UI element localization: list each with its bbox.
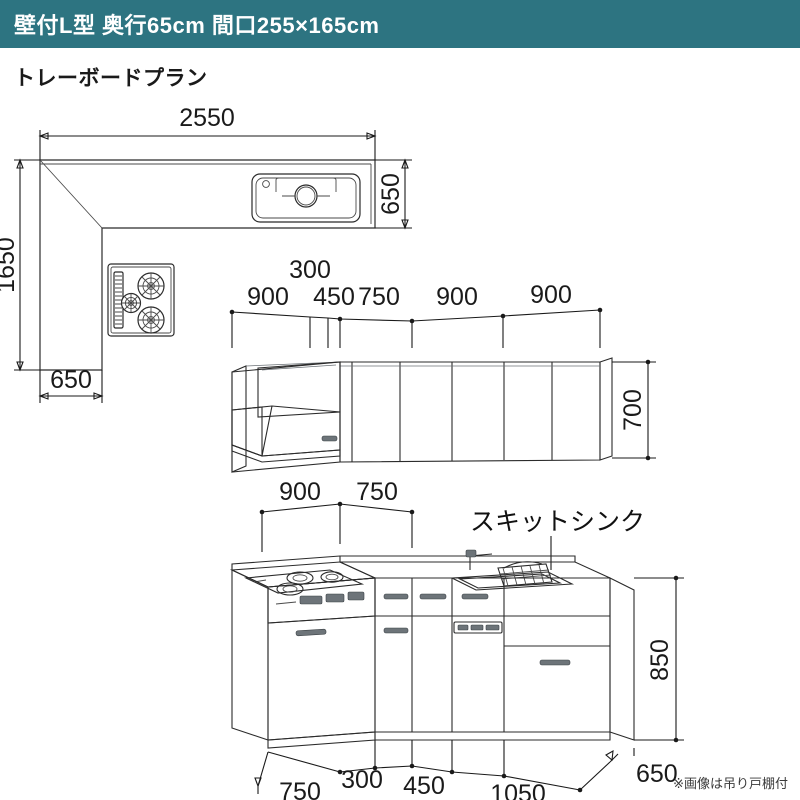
dim-label-650-width: 650 bbox=[50, 366, 92, 394]
dim-base-bottom-chain: 750 300 450 1050 bbox=[254, 740, 678, 800]
plan-burner-1 bbox=[137, 272, 165, 300]
dim-wall-900-c: 900 bbox=[530, 281, 572, 309]
header-bar: 壁付L型 奥行65cm 間口255×165cm bbox=[0, 0, 800, 48]
plan-sink-icon bbox=[251, 173, 361, 223]
plan-burner-2 bbox=[120, 292, 142, 314]
base-cabinet-view: 900 750 スキットシンク bbox=[229, 478, 684, 800]
base-burner-1 bbox=[286, 571, 314, 585]
dim-base-1050-bottom: 1050 bbox=[490, 780, 546, 800]
dim-base-450-bottom: 450 bbox=[403, 772, 445, 800]
base-handle-d5[interactable] bbox=[539, 659, 571, 666]
base-handle-d4[interactable] bbox=[383, 627, 409, 634]
base-sink bbox=[449, 549, 575, 591]
dim-base-cabinet-height: 850 bbox=[634, 575, 684, 743]
range-hood-switch[interactable] bbox=[321, 435, 338, 442]
dim-wall-cabinet-height: 700 bbox=[612, 359, 656, 461]
sink-basket bbox=[497, 561, 553, 587]
base-handle-left[interactable] bbox=[295, 628, 327, 637]
dim-label-2550: 2550 bbox=[179, 104, 235, 132]
dim-label-700: 700 bbox=[619, 389, 647, 431]
dim-label-850: 850 bbox=[646, 639, 674, 681]
dim-base-750-top: 750 bbox=[356, 478, 398, 506]
base-cooktop bbox=[243, 569, 365, 596]
dim-wall-900-b: 900 bbox=[436, 283, 478, 311]
faucet-handle[interactable] bbox=[465, 549, 477, 558]
plan-subtitle: トレーボードプラン bbox=[14, 67, 208, 90]
footnote-text: ※画像は吊り戸棚付 bbox=[673, 776, 788, 791]
base-counter-top bbox=[229, 555, 611, 588]
dim-plan-right-depth: 650 bbox=[375, 158, 412, 230]
sink-callout: スキットシンク bbox=[470, 508, 645, 570]
dim-wall-900-a: 900 bbox=[247, 283, 289, 311]
appliance-control-strip[interactable] bbox=[453, 621, 503, 634]
dim-wall-cabinet-chain: 900 300 450 750 900 900 bbox=[229, 256, 603, 348]
base-right-run bbox=[374, 577, 635, 741]
dim-plan-bottom-width: 650 bbox=[38, 366, 104, 403]
dim-label-650-depth: 650 bbox=[377, 173, 405, 215]
base-handle-d3[interactable] bbox=[461, 593, 489, 600]
base-handle-d1[interactable] bbox=[383, 593, 409, 600]
page-title: 壁付L型 奥行65cm 間口255×165cm bbox=[14, 13, 380, 38]
plan-view: 2550 650 1650 bbox=[0, 104, 412, 403]
base-burner-2 bbox=[320, 571, 344, 583]
base-left-return bbox=[231, 569, 376, 749]
base-handle-d2[interactable] bbox=[419, 593, 447, 600]
range-hood bbox=[231, 361, 341, 463]
oven-control-panel[interactable] bbox=[275, 591, 365, 605]
dim-wall-300-offset: 300 bbox=[289, 256, 331, 284]
plan-cooktop-icon bbox=[107, 263, 175, 337]
dim-plan-top-width: 2550 bbox=[38, 104, 377, 160]
sink-callout-label: スキットシンク bbox=[470, 508, 645, 536]
base-burner-3 bbox=[276, 582, 304, 596]
dim-base-300-bottom: 300 bbox=[341, 766, 383, 794]
dim-label-1650: 1650 bbox=[0, 237, 20, 293]
dim-base-750-bottom: 750 bbox=[279, 778, 321, 800]
dim-base-650-bottom: 650 bbox=[636, 760, 678, 788]
plan-burner-3 bbox=[137, 306, 165, 334]
dim-wall-450: 450 bbox=[313, 283, 355, 311]
dim-base-top-chain: 900 750 bbox=[259, 478, 415, 552]
kitchen-drawing: 2550 650 1650 bbox=[0, 100, 800, 800]
wall-cabinet-view: 900 300 450 750 900 900 bbox=[229, 256, 656, 473]
dim-base-900-top: 900 bbox=[279, 478, 321, 506]
dim-wall-750: 750 bbox=[358, 283, 400, 311]
dim-plan-left-height: 1650 bbox=[0, 158, 40, 372]
